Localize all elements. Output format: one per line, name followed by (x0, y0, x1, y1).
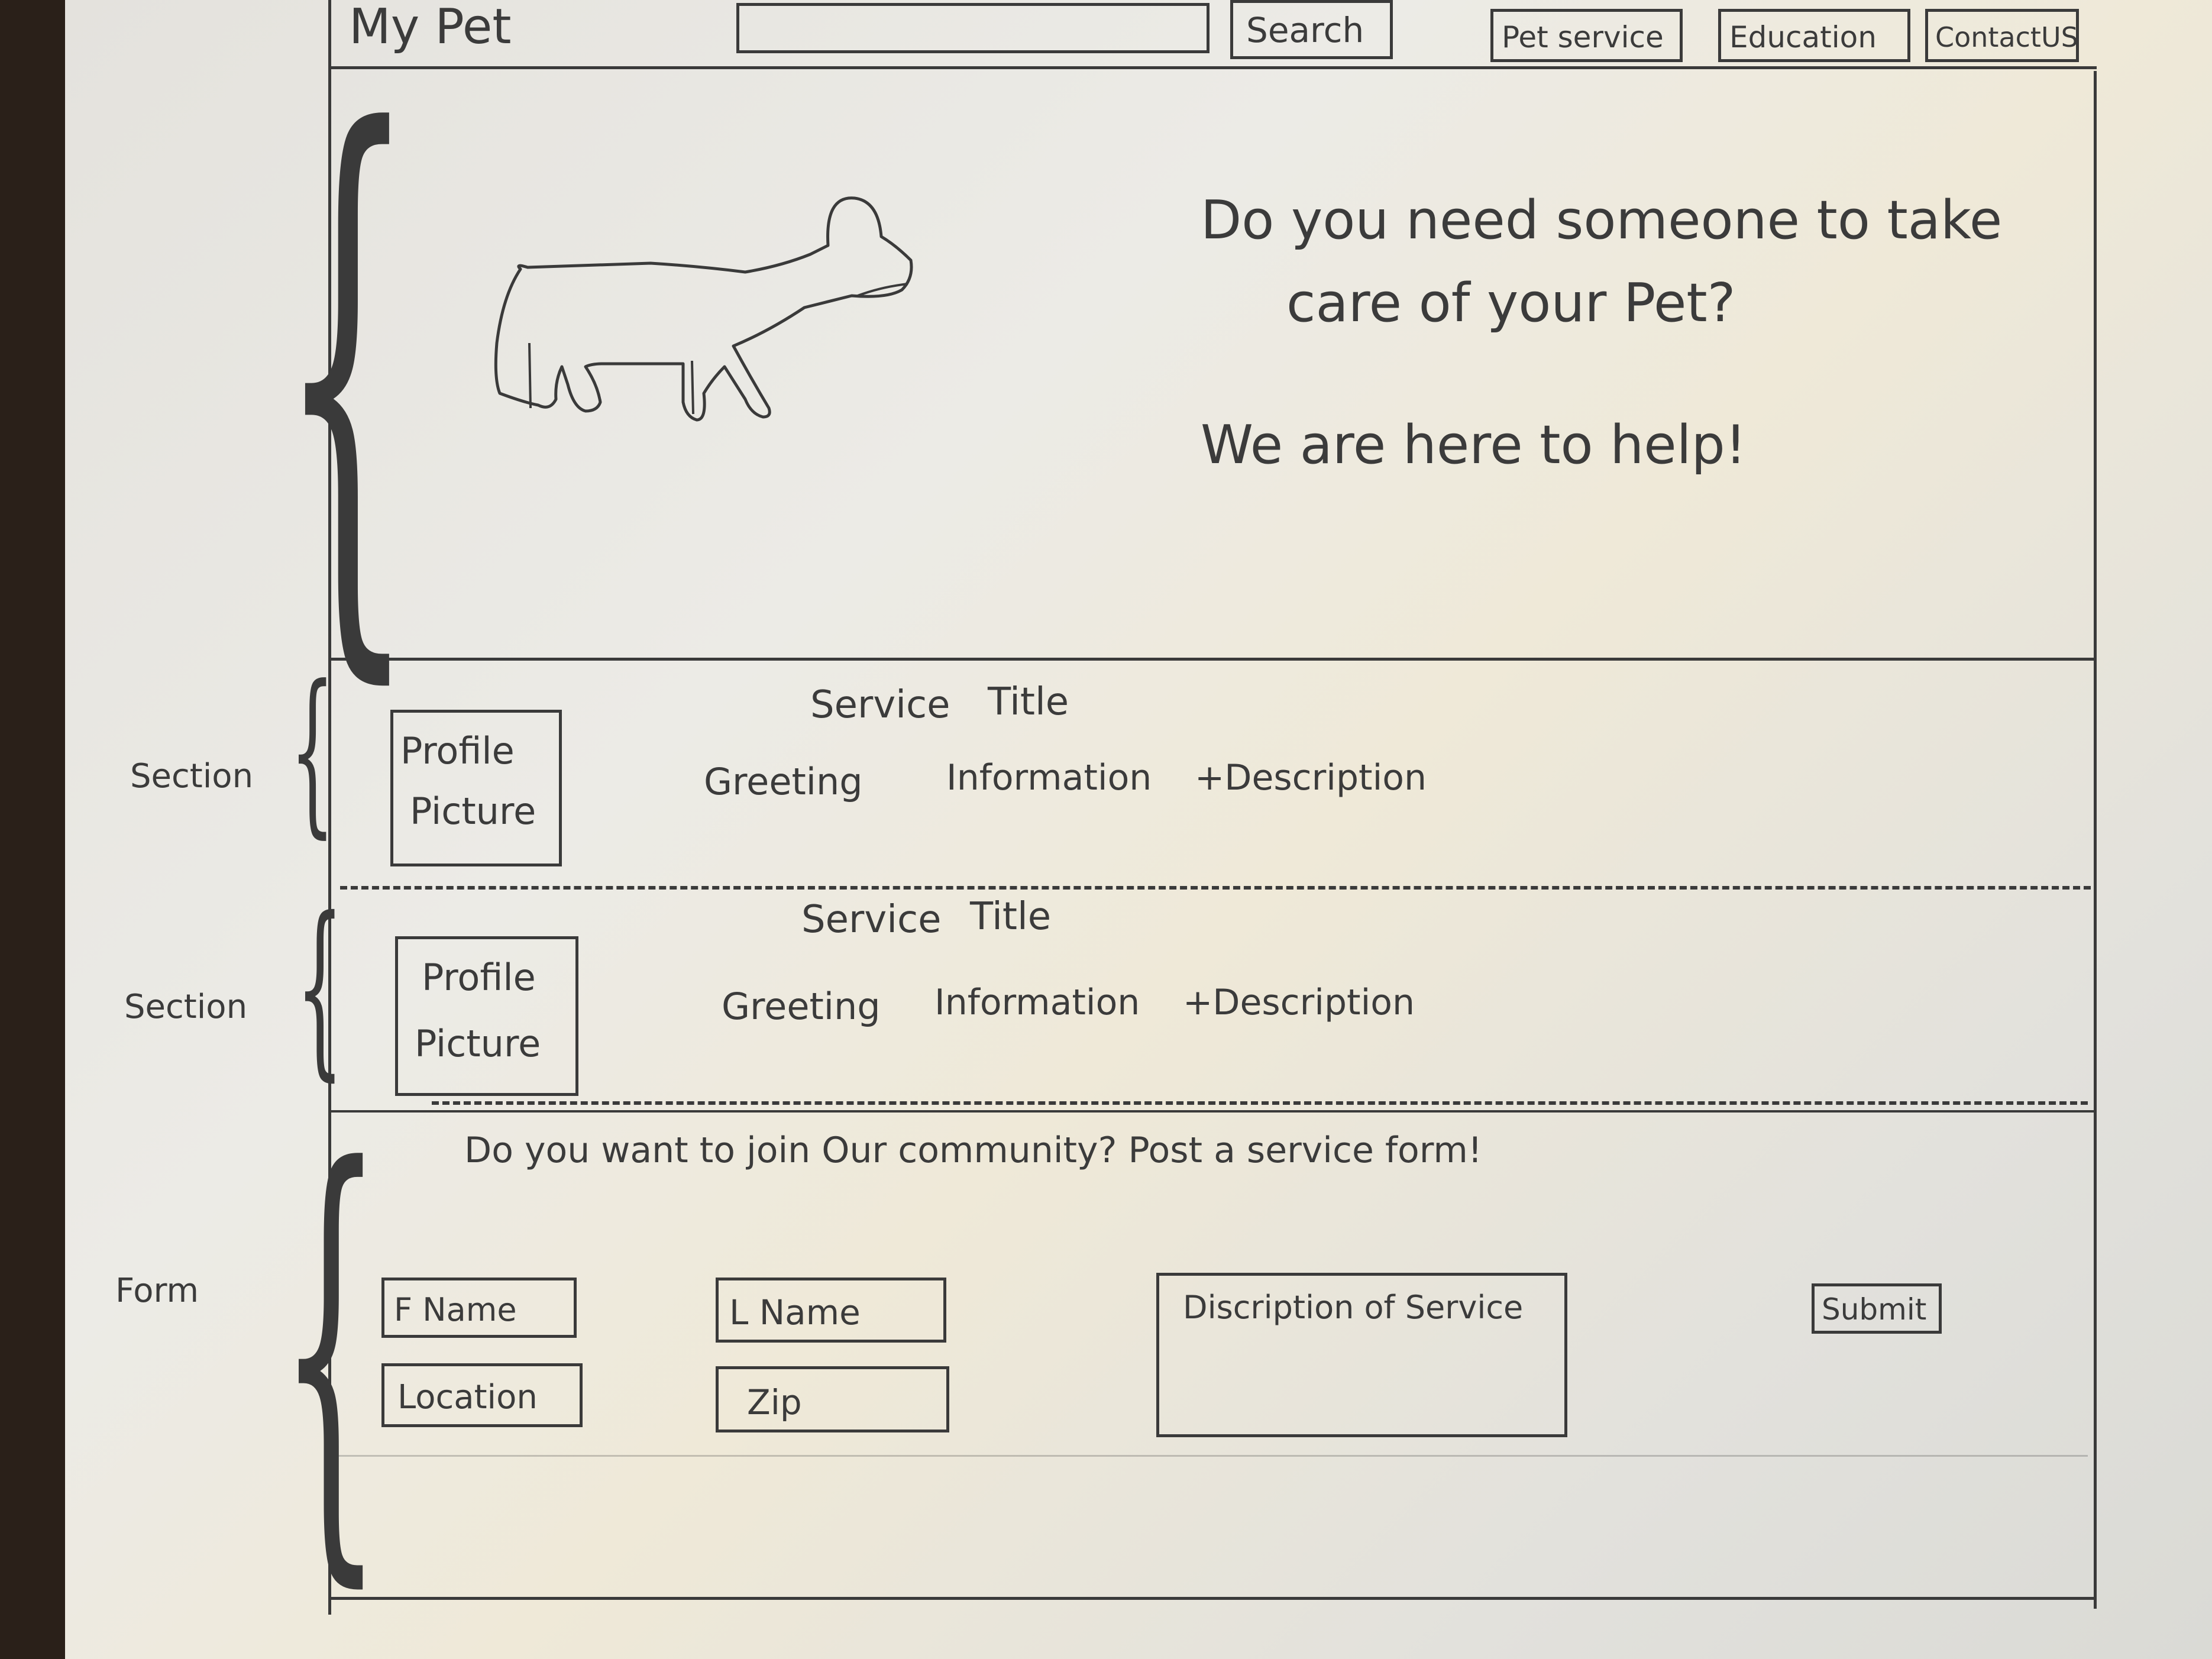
annotation-form: Form (115, 1272, 199, 1310)
header-bottom-border (328, 66, 2097, 69)
section-divider-2 (432, 1101, 2088, 1105)
profile-picture[interactable]: Profile Picture (390, 710, 562, 866)
nav-contact-us[interactable]: ContactUS (1925, 9, 2079, 62)
nav-pet-service-label: Pet service (1502, 20, 1664, 54)
location-placeholder: Location (397, 1378, 538, 1417)
profile-picture-label-line-2: Picture (410, 790, 536, 833)
last-name-field[interactable]: L Name (716, 1278, 946, 1343)
search-input[interactable] (736, 3, 1210, 53)
paper-sheet (65, 0, 2212, 1659)
profile-picture-label-line-2: Picture (415, 1022, 541, 1065)
nav-education[interactable]: Education (1718, 9, 1910, 62)
dog-drawing (494, 196, 913, 422)
description: +Description (1183, 982, 1415, 1023)
form-top-border (331, 1110, 2094, 1113)
hero-line-1: Do you need someone to take (1201, 189, 2003, 251)
frame-right-border (2094, 71, 2097, 1609)
frame-left-border (328, 0, 331, 1615)
section-2-brace: { (296, 878, 344, 1098)
section-divider-1 (340, 886, 2091, 890)
information: Information (946, 757, 1152, 798)
description-placeholder: Discription of Service (1183, 1289, 1524, 1326)
first-name-field[interactable]: F Name (381, 1278, 577, 1338)
submit-button-label: Submit (1822, 1292, 1927, 1327)
annotation-section-2: Section (124, 988, 248, 1026)
profile-picture-label-line-1: Profile (422, 956, 536, 999)
description-textarea[interactable]: Discription of Service (1156, 1273, 1567, 1437)
last-name-placeholder: L Name (729, 1292, 861, 1333)
hero-line-2: care of your Pet? (1286, 272, 1736, 334)
nav-pet-service[interactable]: Pet service (1490, 9, 1683, 62)
nav-contact-us-label: ContactUS (1935, 21, 2078, 53)
submit-button[interactable]: Submit (1812, 1283, 1942, 1334)
search-button-label: Search (1246, 10, 1364, 50)
form-brace: { (278, 1073, 384, 1624)
form-inner-line (337, 1455, 2088, 1457)
frame-bottom-border (331, 1597, 2097, 1600)
greeting: Greeting (722, 985, 881, 1028)
information: Information (934, 982, 1140, 1023)
annotation-section-1: Section (130, 757, 254, 795)
service-label: Service (801, 898, 942, 942)
profile-picture[interactable]: Profile Picture (395, 936, 578, 1096)
first-name-placeholder: F Name (394, 1291, 517, 1328)
hero-brace: { (278, 8, 416, 731)
zip-placeholder: Zip (747, 1382, 802, 1422)
greeting: Greeting (704, 760, 863, 803)
site-logo[interactable]: My Pet (349, 0, 512, 55)
hero-divider (331, 658, 2094, 661)
hero-line-3: We are here to help! (1201, 414, 1747, 476)
service-title: Title (988, 680, 1069, 724)
profile-picture-label-line-1: Profile (400, 729, 515, 772)
section-1-brace: { (290, 648, 335, 854)
search-button[interactable]: Search (1230, 0, 1393, 59)
service-title: Title (970, 895, 1052, 939)
description: +Description (1195, 757, 1427, 798)
form-heading: Do you want to join Our community? Post … (464, 1130, 1482, 1171)
nav-education-label: Education (1729, 20, 1877, 54)
zip-field[interactable]: Zip (716, 1366, 949, 1432)
service-label: Service (810, 683, 950, 727)
location-field[interactable]: Location (381, 1363, 583, 1427)
